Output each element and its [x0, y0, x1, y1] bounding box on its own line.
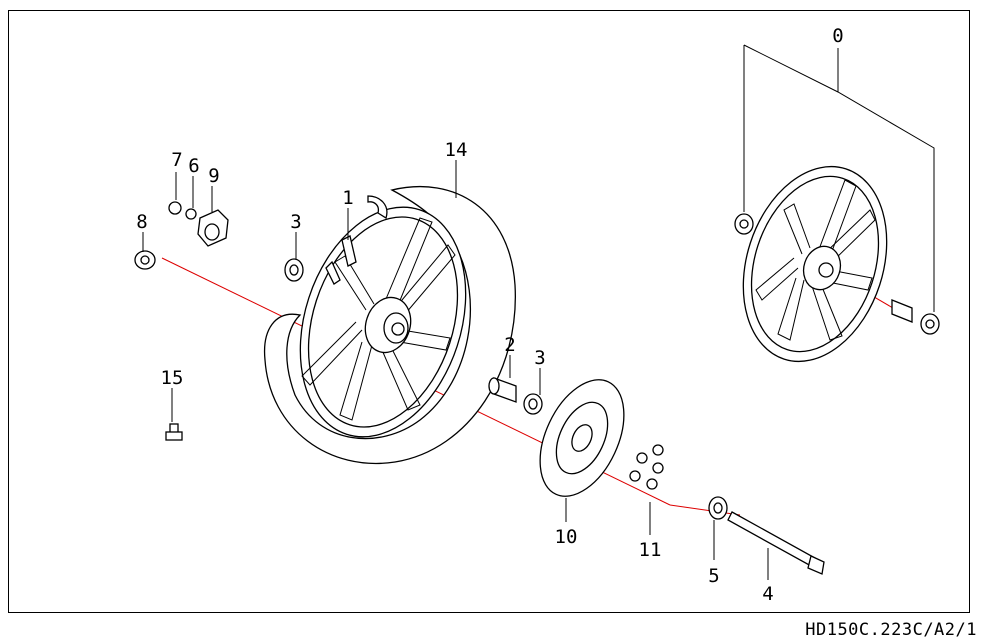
callout-3-right: 3	[534, 347, 545, 369]
right-bearing	[523, 393, 543, 415]
speedometer-clip	[325, 195, 388, 285]
callout-1: 1	[342, 187, 353, 209]
axle-collar	[708, 496, 728, 520]
washer-6	[185, 208, 197, 220]
assembled-spacer	[891, 299, 913, 323]
callout-14: 14	[445, 139, 468, 161]
assembled-wheel	[734, 165, 940, 363]
callout-4: 4	[762, 583, 773, 605]
brake-disc	[539, 379, 625, 497]
nut-7	[168, 201, 182, 215]
left-bearing	[284, 258, 304, 282]
callout-2: 2	[504, 334, 515, 356]
callout-9: 9	[208, 165, 219, 187]
callout-3-left: 3	[290, 211, 301, 233]
callout-6: 6	[188, 155, 199, 177]
front-axle	[727, 511, 825, 575]
callout-15: 15	[161, 367, 184, 389]
callout-0: 0	[832, 25, 843, 47]
callout-11: 11	[639, 539, 662, 561]
callout-7: 7	[171, 149, 182, 171]
drawing-code-label: HD150C.223C/A2/1	[805, 620, 977, 640]
callout-5: 5	[708, 565, 719, 587]
axle-axis-end	[669, 504, 741, 516]
tire	[263, 185, 516, 464]
left-hardware	[134, 201, 229, 270]
leader-lines	[142, 44, 935, 580]
front-wheel-rim	[299, 206, 467, 438]
valve-stem	[165, 423, 183, 441]
axle-spacer	[488, 377, 517, 403]
disc-bolts	[629, 444, 664, 490]
drawing-border	[8, 10, 970, 613]
callout-10: 10	[555, 526, 578, 548]
callout-8: 8	[136, 211, 147, 233]
